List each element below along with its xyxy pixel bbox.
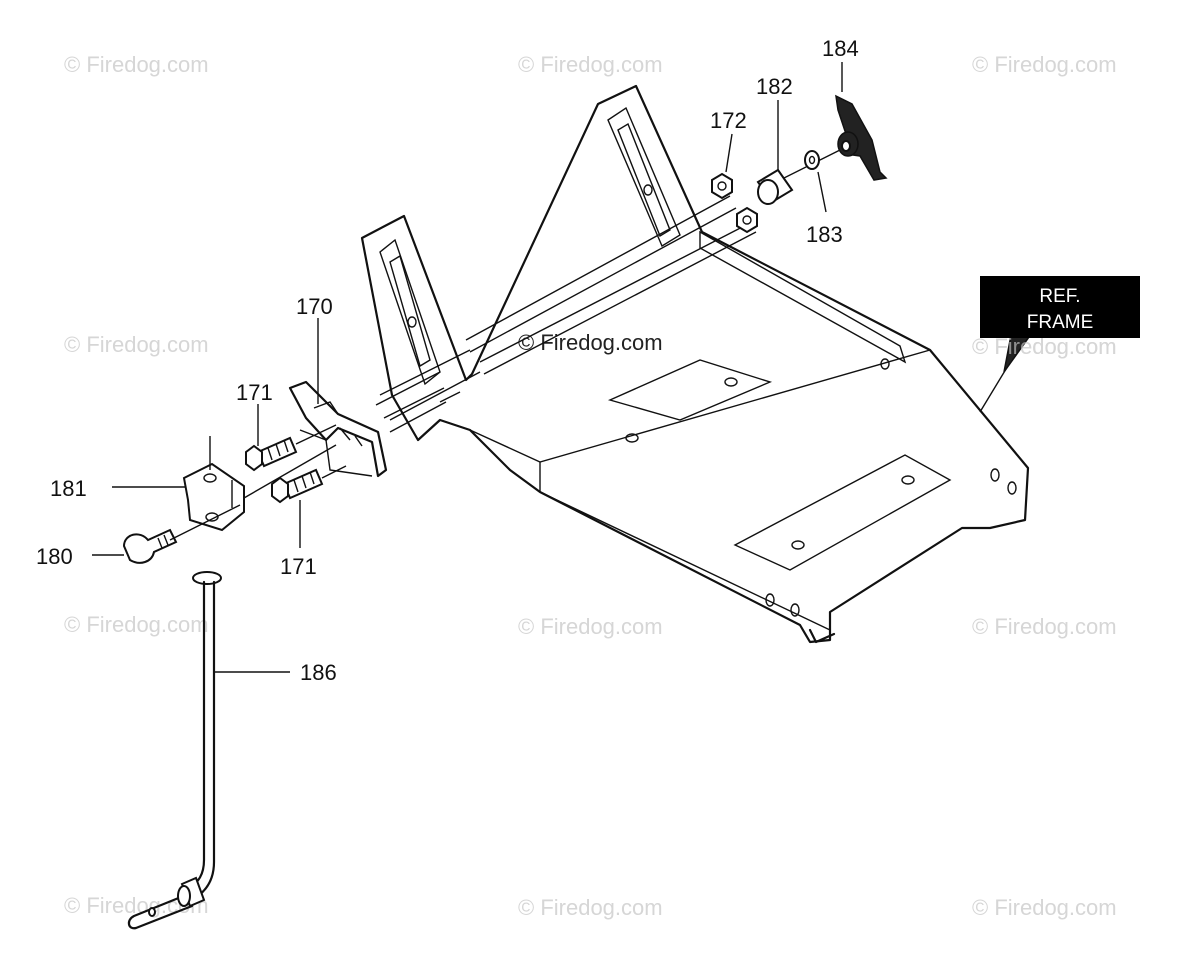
callout-180: 180 [36, 544, 73, 569]
watermark: © Firedog.com [972, 52, 1117, 77]
ref-frame-label: REF. FRAME [980, 276, 1140, 338]
watermark: © Firedog.com [972, 334, 1117, 359]
part-172-nut [711, 172, 758, 234]
part-171-bolt [245, 436, 324, 504]
shaft-lines [379, 149, 841, 421]
watermark: © Firedog.com [972, 334, 1117, 359]
part-183-washer [804, 150, 820, 170]
part-182-spacer [756, 168, 794, 205]
callout-182: 182 [756, 74, 793, 99]
watermark: © Firedog.com [518, 895, 663, 920]
callout-184: 184 [822, 36, 859, 61]
callout-181: 181 [50, 476, 87, 501]
callout-186: 186 [300, 660, 337, 685]
part-170-bracket [288, 380, 388, 478]
callout-171: 171 [280, 554, 317, 579]
ref-frame-line2: FRAME [1027, 312, 1094, 333]
watermark: © Firedog.com [518, 52, 663, 77]
watermark: © Firedog.com [64, 612, 209, 637]
callout-171: 171 [236, 380, 273, 405]
watermark: © Firedog.com [518, 614, 663, 639]
callout-172: 172 [710, 108, 747, 133]
watermark: © Firedog.com [64, 332, 209, 357]
assembly-lines [169, 371, 447, 541]
part-180-bolt [122, 528, 178, 564]
watermark: © Firedog.com [972, 614, 1117, 639]
watermark: © Firedog.com [64, 52, 209, 77]
part-184-knob [835, 94, 888, 181]
part-181-bracket [182, 436, 245, 532]
watermark: © Firedog.com [518, 330, 663, 355]
part-186-rod [127, 571, 222, 930]
ref-frame-line1: REF. [1039, 286, 1080, 307]
leader-lines [92, 62, 1036, 673]
watermark: © Firedog.com [972, 895, 1117, 920]
callout-170: 170 [296, 294, 333, 319]
frame [360, 84, 1030, 644]
callout-183: 183 [806, 222, 843, 247]
